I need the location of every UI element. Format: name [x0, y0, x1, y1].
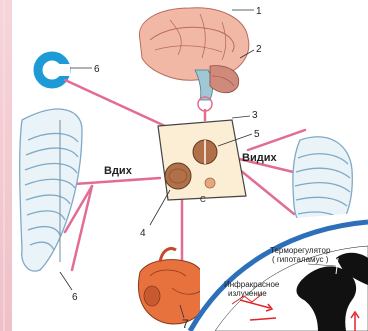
inhale-label: Вдих	[104, 165, 133, 177]
label-4: 4	[140, 228, 146, 239]
control-center-box	[158, 120, 246, 200]
exhale-label: Видих	[242, 152, 277, 164]
label-7: 7	[182, 317, 189, 331]
label-6-top: 6	[94, 64, 100, 75]
label-3: 3	[252, 110, 258, 121]
label-2: 2	[256, 44, 262, 55]
infrared-label-line1: Инфракрасное	[224, 280, 280, 289]
label-6-bottom: 6	[72, 292, 78, 303]
thermoregulation-inset	[190, 212, 368, 331]
label-1: 1	[256, 6, 262, 17]
thermoregulator-label-line1: Терморегулятор	[270, 246, 331, 255]
label-cut: С	[200, 195, 206, 204]
left-margin-band	[0, 0, 12, 331]
label-5: 5	[254, 129, 260, 140]
thermoregulator-label-line2: ( гипоталамус )	[272, 255, 329, 264]
infrared-label-line2: излучение	[228, 289, 267, 298]
